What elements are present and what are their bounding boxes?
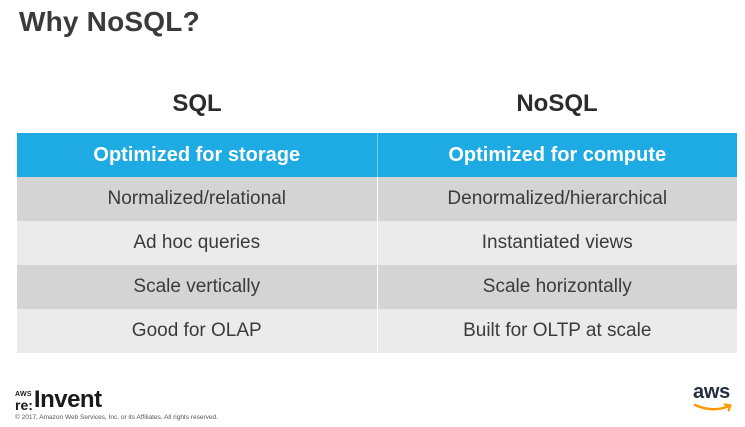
logo-re-text: re: [15,397,33,413]
reinvent-logo-prefix: AWS re: [15,391,33,412]
copyright-notice: © 2017, Amazon Web Services, Inc. or its… [15,414,218,421]
header-cell-sql: Optimized for storage [17,133,378,177]
table-row: Ad hoc queries Instantiated views [17,221,737,265]
header-cell-nosql: Optimized for compute [377,133,737,177]
logo-invent-text: Invent [33,386,102,413]
table-row: Good for OLAP Built for OLTP at scale [17,309,737,353]
table-cell-sql: Scale vertically [17,265,378,309]
column-heading-sql: SQL [172,90,222,117]
table-row: Scale vertically Scale horizontally [17,265,737,309]
aws-logo: aws [693,382,737,416]
reinvent-logo: AWS re: Invent [15,386,102,413]
table-cell-nosql: Scale horizontally [377,265,737,309]
logo-aws-small-text: AWS [15,391,32,398]
aws-logo-text: aws [693,381,730,403]
aws-smile-icon [693,403,732,412]
table-cell-sql: Good for OLAP [17,309,378,353]
table-cell-nosql: Built for OLTP at scale [377,309,737,353]
table-cell-nosql: Instantiated views [377,221,737,265]
comparison-table: Optimized for storage Optimized for comp… [17,133,737,353]
table-header-row: Optimized for storage Optimized for comp… [17,133,737,177]
table-cell-sql: Normalized/relational [17,177,378,221]
table-cell-nosql: Denormalized/hierarchical [377,177,737,221]
column-heading-nosql: NoSQL [516,90,598,117]
table-row: Normalized/relational Denormalized/hiera… [17,177,737,221]
table-cell-sql: Ad hoc queries [17,221,378,265]
slide-title: Why NoSQL? [19,6,200,37]
